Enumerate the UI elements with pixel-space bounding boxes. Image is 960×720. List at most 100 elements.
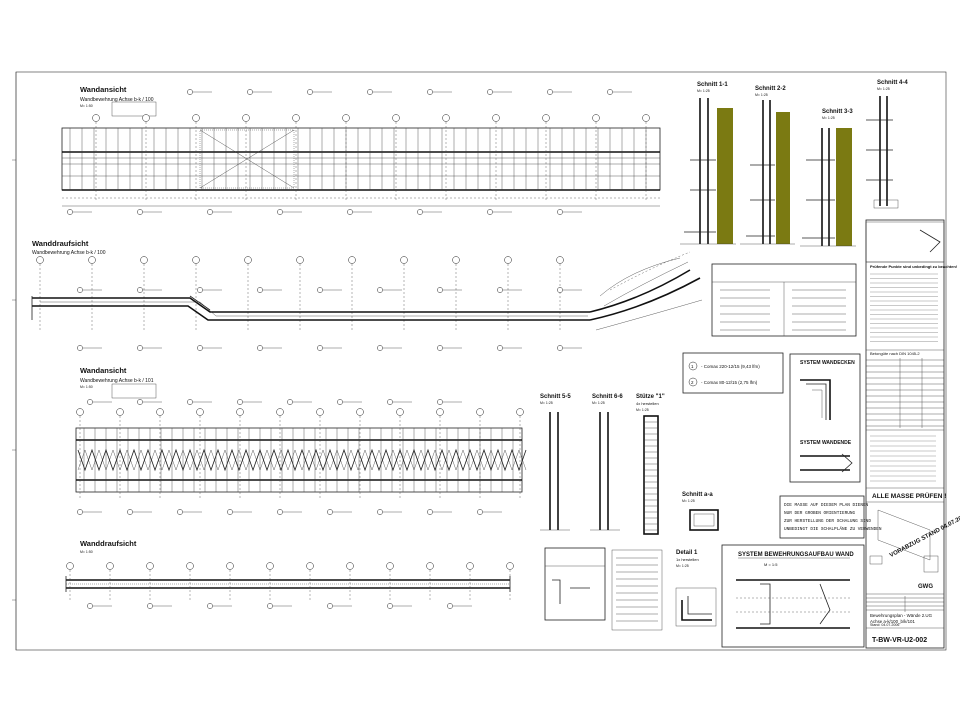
lacing-bars	[77, 449, 527, 471]
view-subtitle: Wandbewehrung Achse b-k / 100	[80, 97, 154, 103]
bar-mark-circle	[317, 345, 323, 351]
axis-marker	[356, 408, 364, 416]
bar-mark-circle	[347, 209, 353, 215]
bar-mark-circle	[547, 89, 553, 95]
axis-marker	[466, 562, 474, 570]
axis-marker	[244, 256, 252, 264]
bar-mark-circle	[607, 89, 613, 95]
bar-mark-circle	[197, 345, 203, 351]
bar-mark-circle	[437, 345, 443, 351]
axis-marker	[36, 256, 44, 264]
axis-marker	[296, 256, 304, 264]
axis-marker	[306, 562, 314, 570]
svg-text:M= 1:25: M= 1:25	[822, 116, 835, 120]
bar-mark-circle	[427, 509, 433, 515]
legend-text: - Comax 220-12/15 (9,43 lfm)	[701, 364, 760, 369]
bar-mark-circle	[327, 603, 333, 609]
section-4-4: Schnitt 4-4 M= 1:25	[866, 80, 908, 209]
axis-marker	[442, 114, 450, 122]
section-title: Schnitt 6-6	[592, 394, 623, 400]
axis-marker	[436, 408, 444, 416]
small-legend-box	[544, 547, 606, 621]
view-scale: M= 1:50	[80, 104, 93, 108]
axis-marker	[76, 408, 84, 416]
wandansicht-1: Wandansicht Wandbewehrung Achse b-k / 10…	[61, 85, 661, 215]
axis-marker	[426, 562, 434, 570]
system-bewehrungsaufbau: SYSTEM BEWEHRUNGSAUFBAU WAND M = 1:5	[721, 544, 865, 648]
bar-mark-circle	[317, 287, 323, 293]
section-title: Schnitt a-a	[682, 492, 713, 498]
bar-mark-circle	[487, 89, 493, 95]
bar-mark-circle	[557, 209, 563, 215]
axis-marker	[348, 256, 356, 264]
bar-mark-circle	[427, 89, 433, 95]
coax-legend: 1 - Comax 220-12/15 (9,43 lfm) 2 - Comax…	[682, 352, 784, 394]
bar-mark-circle	[207, 209, 213, 215]
bar-mark-circle	[257, 345, 263, 351]
wanddraufsicht-2: Wanddraufsicht M= 1:50	[65, 539, 514, 609]
axis-marker	[400, 256, 408, 264]
bar-mark-circle	[187, 89, 193, 95]
axis-marker	[396, 408, 404, 416]
bar-mark-circle	[127, 509, 133, 515]
axis-marker	[556, 256, 564, 264]
svg-text:M= 1:25: M= 1:25	[877, 87, 890, 91]
axis-marker	[186, 562, 194, 570]
bar-mark-circle	[187, 399, 193, 405]
section-2-2: Schnitt 2-2 M= 1:25	[740, 86, 795, 245]
bar-mark-circle	[497, 345, 503, 351]
bar-mark-circle	[387, 399, 393, 405]
svg-text:SYSTEM BEWEHRUNGSAUFBAU WAND: SYSTEM BEWEHRUNGSAUFBAU WAND	[738, 552, 854, 558]
left-margin-ticks	[12, 159, 16, 601]
view-scale: M= 1:50	[80, 385, 93, 389]
bar-mark-circle	[387, 603, 393, 609]
axis-marker	[292, 114, 300, 122]
bar-mark-circle	[257, 287, 263, 293]
bar-mark-circle	[277, 509, 283, 515]
axis-marker	[192, 256, 200, 264]
bar-mark-circle	[137, 345, 143, 351]
svg-text:Prüfende Punkte sind unbedingt: Prüfende Punkte sind unbedingt zu beacht…	[870, 264, 957, 269]
axis-marker	[386, 562, 394, 570]
axis-marker	[92, 114, 100, 122]
axis-marker	[66, 562, 74, 570]
bar-mark-circle	[367, 89, 373, 95]
note-line: UNBEDINGT DIE SCHALPLÄNE ZU VERWENDEN	[784, 527, 882, 532]
view-scale: M= 1:50	[80, 550, 93, 554]
svg-text:M= 1:25: M= 1:25	[682, 499, 695, 503]
axis-marker	[452, 256, 460, 264]
note-line: DIE MASSE AUF DIESEM PLAN DIENEN	[784, 503, 869, 508]
section-5-5: Schnitt 5-5 M= 1:25	[540, 394, 571, 531]
svg-text:M= 1:25: M= 1:25	[592, 401, 605, 405]
concrete-hatch	[717, 108, 733, 244]
bar-mark-circle	[87, 603, 93, 609]
detail-1: Detail 1 1x herstellen M= 1:25	[675, 550, 717, 627]
bar-mark-circle	[247, 89, 253, 95]
bar-mark-circle	[377, 287, 383, 293]
bar-mark-circle	[197, 287, 203, 293]
svg-text:1: 1	[691, 364, 694, 369]
bar-mark-circle	[377, 345, 383, 351]
axis-marker	[516, 408, 524, 416]
bar-mark-circle	[327, 509, 333, 515]
axis-marker	[88, 256, 96, 264]
bar-mark-circle	[137, 399, 143, 405]
section-title: Stütze "1"	[636, 394, 665, 400]
section-title: Detail 1	[676, 550, 698, 556]
axis-marker	[106, 562, 114, 570]
axis-marker	[242, 114, 250, 122]
bar-mark-circle	[147, 603, 153, 609]
section-a-a: Schnitt a-a M= 1:25	[682, 492, 719, 531]
section-1-1: Schnitt 1-1 M= 1:25	[680, 82, 736, 245]
project-title: Bewehrungsplan - Wände 2.UG	[870, 613, 933, 618]
bar-mark-circle	[67, 209, 73, 215]
bar-mark-circle	[267, 603, 273, 609]
axis-marker	[392, 114, 400, 122]
axis-marker	[316, 408, 324, 416]
axis-marker	[476, 408, 484, 416]
axis-marker	[342, 114, 350, 122]
bar-mark-circle	[337, 399, 343, 405]
bar-mark-circle	[377, 509, 383, 515]
bar-mark-circle	[77, 345, 83, 351]
svg-text:SYSTEM WANDENDE: SYSTEM WANDENDE	[800, 440, 852, 446]
